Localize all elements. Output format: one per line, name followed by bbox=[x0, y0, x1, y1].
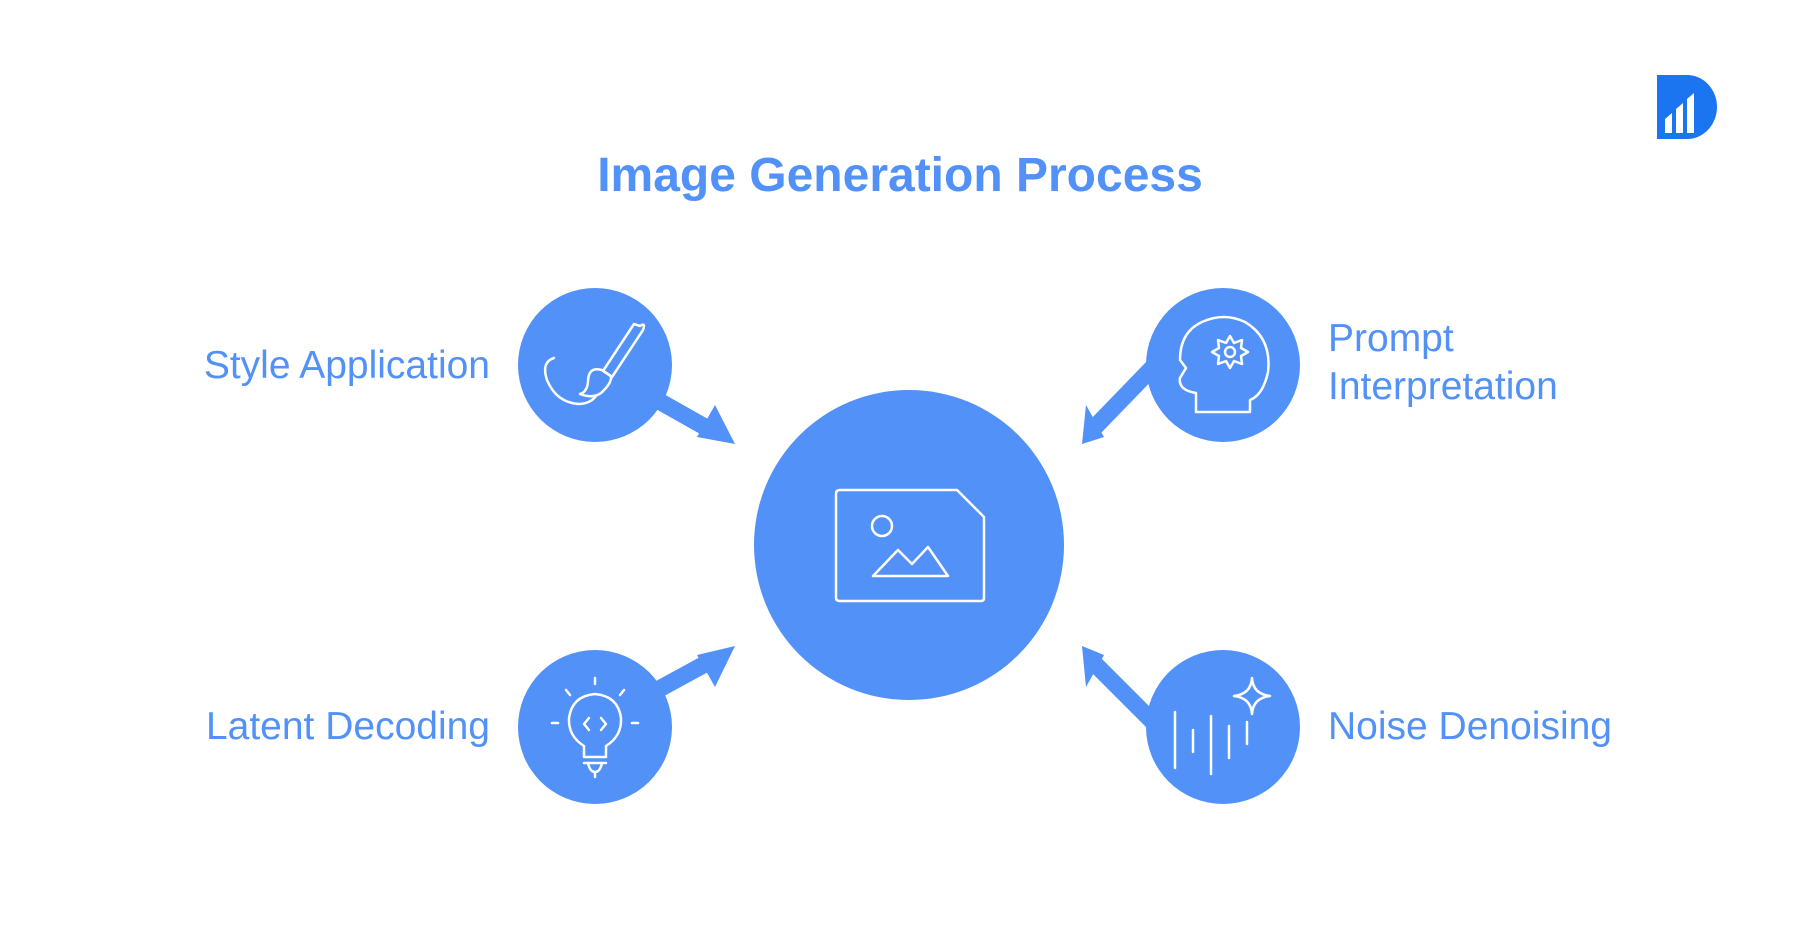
label-line: Latent Decoding bbox=[205, 705, 490, 748]
noise-sparkle-icon bbox=[1173, 676, 1272, 776]
node-latent-decoding bbox=[518, 650, 672, 804]
label-line: Style Application bbox=[203, 344, 490, 387]
arrow-noise-to-center bbox=[1082, 646, 1162, 731]
paintbrush-icon bbox=[543, 322, 646, 406]
lightbulb-code-icon bbox=[550, 676, 640, 779]
arrow-prompt-to-center bbox=[1082, 359, 1162, 444]
label-line: Prompt bbox=[1328, 317, 1454, 360]
node-style-application bbox=[518, 288, 672, 442]
node-noise-denoising bbox=[1146, 650, 1300, 804]
label-line: Interpretation bbox=[1328, 365, 1558, 408]
node-label-prompt-interpretation: Prompt Interpretation bbox=[1328, 315, 1558, 411]
label-line: Noise Denoising bbox=[1328, 705, 1612, 748]
head-gear-icon bbox=[1178, 315, 1270, 414]
node-label-style-application: Style Application bbox=[204, 342, 490, 390]
node-prompt-interpretation bbox=[1146, 288, 1300, 442]
node-label-latent-decoding: Latent Decoding bbox=[206, 703, 490, 751]
node-label-noise-denoising: Noise Denoising bbox=[1328, 703, 1612, 751]
center-node bbox=[754, 390, 1064, 700]
brand-logo-icon bbox=[1657, 75, 1717, 139]
diagram-title: Image Generation Process bbox=[597, 149, 1203, 202]
image-icon bbox=[834, 488, 986, 603]
